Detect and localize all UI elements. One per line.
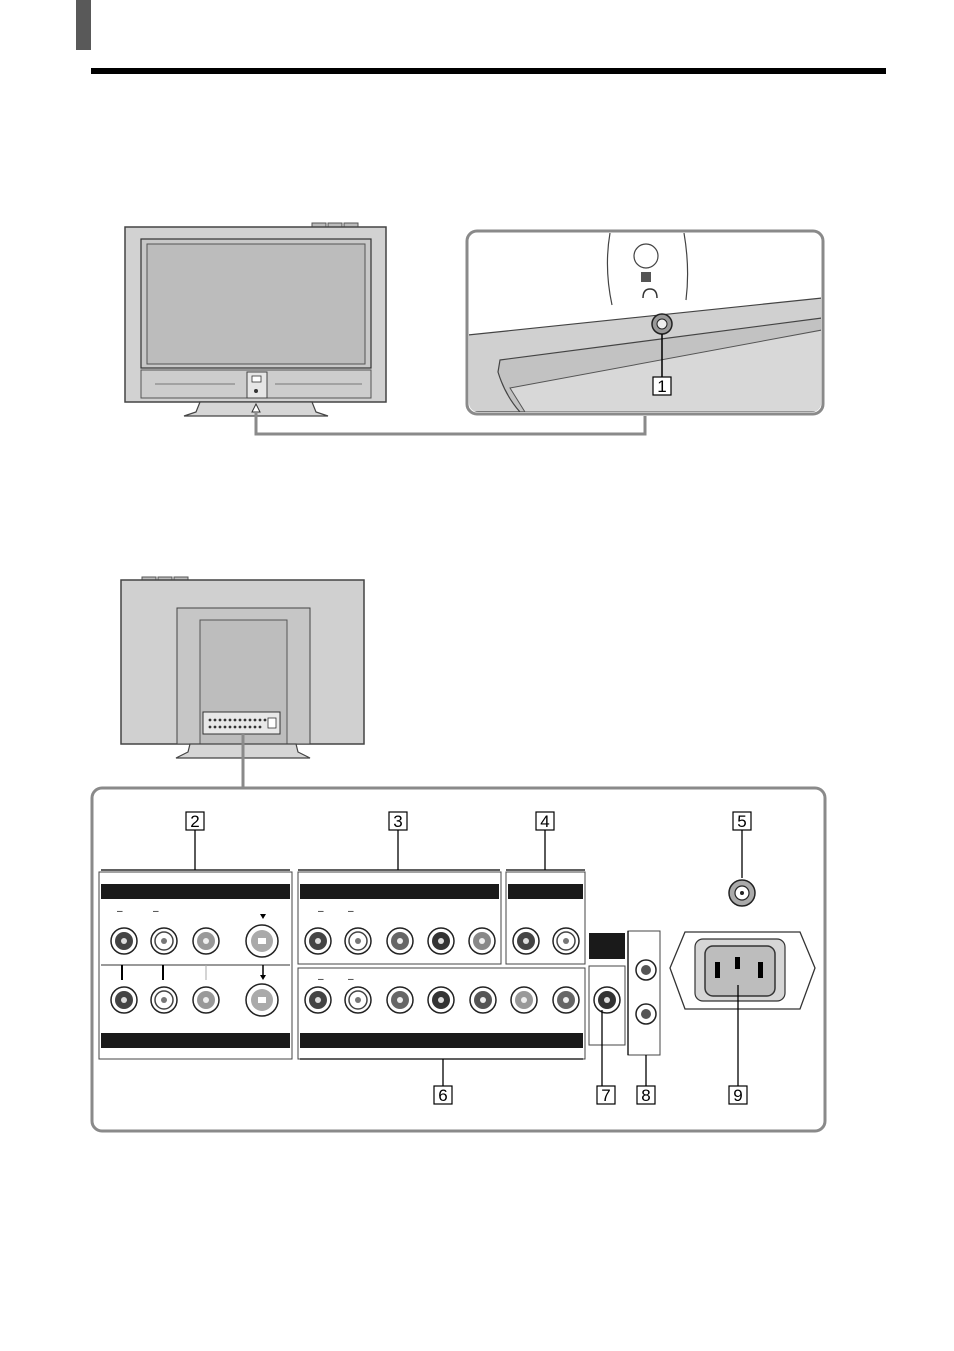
svg-text:–: – bbox=[153, 906, 159, 917]
callout-7: 7 bbox=[597, 1086, 615, 1105]
callout-1: 1 bbox=[653, 377, 671, 396]
callout-1-label: 1 bbox=[657, 377, 666, 396]
svg-text:–: – bbox=[318, 974, 324, 985]
callout-4-label: 4 bbox=[540, 812, 549, 831]
svg-text:–: – bbox=[117, 906, 123, 917]
video-input-panel-3: – – bbox=[298, 872, 501, 964]
callout-6-label: 6 bbox=[438, 1086, 447, 1105]
headphone-jack-detail bbox=[467, 231, 823, 414]
tv-rear-view bbox=[121, 577, 364, 758]
callout-7-label: 7 bbox=[601, 1086, 610, 1105]
svg-text:–: – bbox=[318, 906, 324, 917]
callout-8-label: 8 bbox=[641, 1086, 650, 1105]
svg-text:–: – bbox=[348, 906, 354, 917]
callout-8: 8 bbox=[637, 1086, 655, 1105]
svg-text:–: – bbox=[348, 974, 354, 985]
callout-5-label: 5 bbox=[737, 812, 746, 831]
callout-3-label: 3 bbox=[393, 812, 402, 831]
callout-9: 9 bbox=[729, 1086, 747, 1105]
audio-panel-4 bbox=[506, 872, 585, 964]
tv-front-view bbox=[125, 223, 386, 416]
output-panel-6: – – bbox=[298, 968, 585, 1059]
callout-9-label: 9 bbox=[733, 1086, 742, 1105]
callout-2-label: 2 bbox=[190, 812, 199, 831]
antenna-connector-5 bbox=[729, 880, 755, 906]
video-input-panel-2: – – bbox=[99, 872, 292, 1059]
